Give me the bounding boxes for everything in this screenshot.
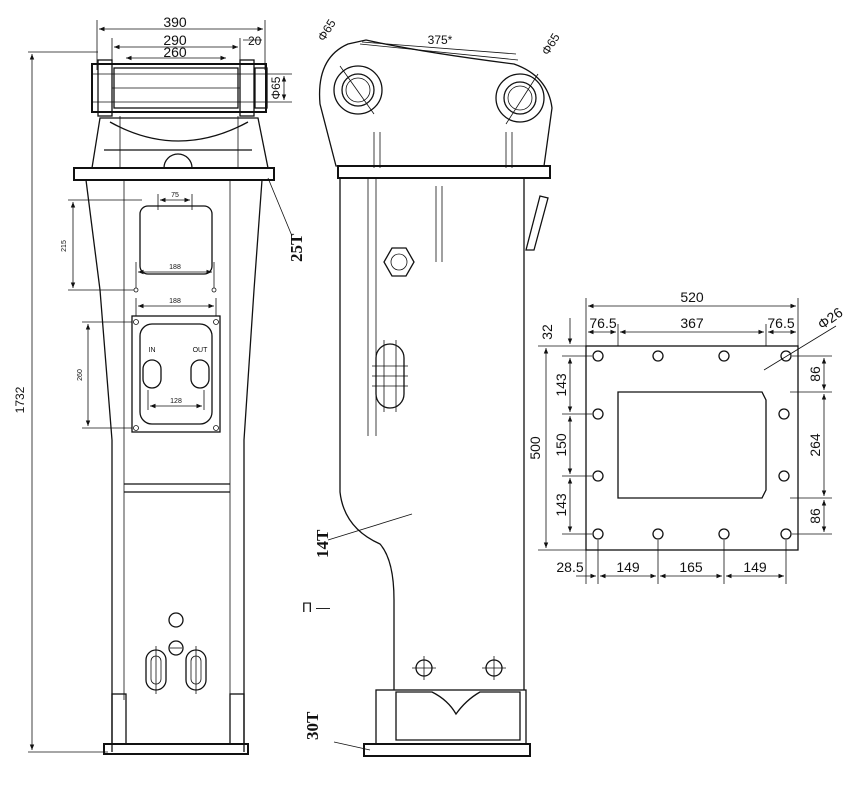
front-base xyxy=(363,656,531,757)
hole xyxy=(592,470,604,482)
right-v1-label: 86 xyxy=(807,366,823,382)
pin-diameter-label: Φ65 xyxy=(269,76,283,99)
lower-ports xyxy=(145,612,207,694)
hole xyxy=(780,350,792,362)
plate-cutout xyxy=(617,391,767,499)
left-pin-dia-label: Φ65 xyxy=(315,16,339,43)
hole xyxy=(592,408,604,420)
top-offset-label: 32 xyxy=(539,324,555,340)
upper-width-label: 75 xyxy=(171,192,179,199)
hole xyxy=(780,528,792,540)
port-plate: 188 IN OUT 128 260 xyxy=(77,298,221,433)
pin-span-dimension: 375* Φ65 Φ65 xyxy=(315,16,563,57)
side-body xyxy=(85,179,263,755)
hole xyxy=(652,350,664,362)
overall-height-label: 1732 xyxy=(13,386,27,413)
front-top-plate xyxy=(337,165,551,179)
bottom-first-label: 28.5 xyxy=(556,559,583,575)
plate-bottom-dimensions: 28.5 149 165 149 xyxy=(556,540,787,584)
overall-height-dimension: 1732 xyxy=(13,51,108,753)
front-view: 375* Φ65 Φ65 xyxy=(302,16,563,757)
pin-span-label: 375* xyxy=(428,33,453,47)
upper-window: 75 215 188 xyxy=(61,192,217,293)
bottom-s3-label: 149 xyxy=(743,559,767,575)
port-span-label: 128 xyxy=(170,398,182,405)
port-plate-width-label: 188 xyxy=(169,298,181,305)
plate-width-label: 520 xyxy=(680,289,704,305)
right-pin-dia-label: Φ65 xyxy=(539,30,563,57)
hole xyxy=(718,350,730,362)
hole xyxy=(592,350,604,362)
inner-width-label: 290 xyxy=(163,32,187,48)
hole xyxy=(778,408,790,420)
right-v3-label: 86 xyxy=(807,508,823,524)
edge-left-label: 76.5 xyxy=(589,315,616,331)
hole xyxy=(778,470,790,482)
plate-height-label: 500 xyxy=(527,436,543,460)
plate-top-dimensions: 520 76.5 367 76.5 xyxy=(585,289,799,346)
port-in-label: IN xyxy=(149,347,156,354)
port-out-label: OUT xyxy=(193,347,209,354)
plate-holes xyxy=(592,350,792,540)
plate-left-dimensions: 500 32 143 150 143 xyxy=(527,318,592,551)
side-view: 1732 390 290 260 20 xyxy=(13,14,322,755)
hole xyxy=(652,528,664,540)
pin-diameter-dimension: Φ65 xyxy=(266,73,292,103)
hole xyxy=(592,528,604,540)
port-plate-height-label: 260 xyxy=(77,369,84,381)
left-v3-label: 143 xyxy=(553,493,569,517)
right-v2-label: 264 xyxy=(807,433,823,457)
middle-label: 367 xyxy=(680,315,704,331)
plate-outline xyxy=(585,345,799,551)
left-v1-label: 143 xyxy=(553,373,569,397)
body-plate-callout: 14T xyxy=(313,513,413,558)
hole-dia-label: Φ26 xyxy=(815,304,846,333)
body-plate-label: 14T xyxy=(313,529,332,558)
stray-marks: Π — xyxy=(302,599,330,615)
plate-right-dimensions: 86 264 86 xyxy=(790,355,832,535)
left-v2-label: 150 xyxy=(553,433,569,457)
bottom-plate-label: 30T xyxy=(303,711,322,740)
upper-bolt-span-label: 188 xyxy=(169,264,181,271)
mount-plate: 520 76.5 367 76.5 Φ26 xyxy=(527,289,846,584)
front-head xyxy=(318,39,553,168)
bottom-s2-label: 165 xyxy=(679,559,703,575)
hole xyxy=(718,528,730,540)
head-bracket xyxy=(91,116,269,169)
bottom-s1-label: 149 xyxy=(616,559,640,575)
top-width-label: 390 xyxy=(163,14,187,30)
collar-label: 20 xyxy=(248,34,262,48)
pin-length-label: 260 xyxy=(163,44,187,60)
upper-height-label: 215 xyxy=(61,240,68,252)
front-body xyxy=(339,178,549,690)
top-plate-label: 25T xyxy=(287,233,306,262)
pin-assembly xyxy=(91,59,268,117)
edge-right-label: 76.5 xyxy=(767,315,794,331)
hole-dia-callout: Φ26 xyxy=(763,304,846,371)
top-plate: 25T xyxy=(73,167,306,262)
